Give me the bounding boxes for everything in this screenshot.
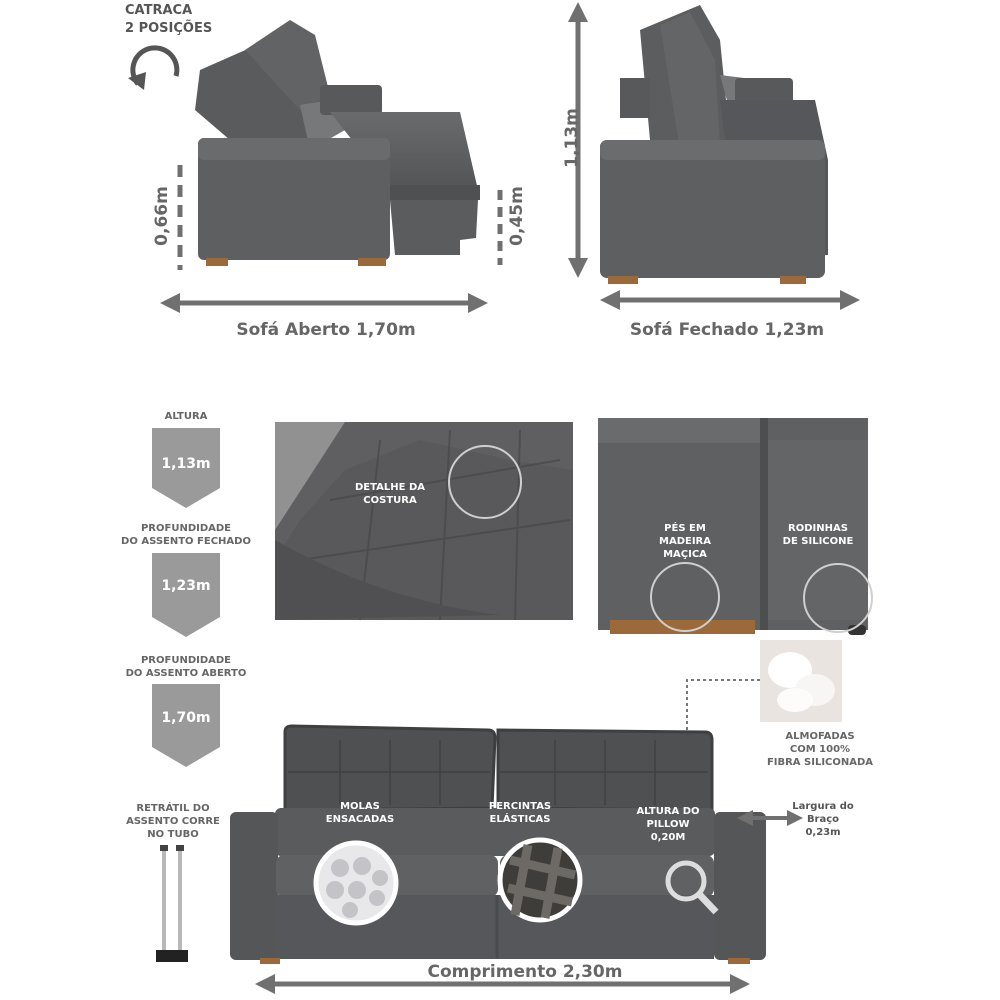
spec-tag-height [152, 428, 220, 508]
feet-detail-label: PÉS EM MADEIRA MAÇICA [659, 523, 711, 560]
stitch-detail-label: DETALHE DA COSTURA [354, 482, 425, 506]
retractable-label: RETRÁTIL DO ASSENTO CORRE NO TUBO [126, 803, 220, 840]
wheels-detail-label: RODINHAS DE SILICONE [782, 523, 854, 547]
pillow-height-label: ALTURA DO PILLOW 0,20M [636, 806, 700, 843]
rotate-icon [130, 45, 180, 86]
feet-wheels-detail-photo [598, 418, 873, 635]
sofa-side-open [128, 20, 503, 313]
spec-closed-value: 1,23m [161, 578, 211, 594]
springs-label: MOLAS ENSACADAS [325, 801, 395, 825]
stitch-zoom-circle [448, 445, 522, 519]
spec-tags [152, 428, 220, 767]
retractable-rails [156, 845, 188, 962]
spec-open-value: 1,70m [161, 710, 211, 726]
wheels-zoom-circle [803, 563, 873, 633]
catraca-label: CATRACA 2 POSIÇÕES [125, 3, 213, 36]
fiber-photo [760, 640, 842, 722]
sofa-front-view [230, 724, 803, 994]
feet-zoom-circle [650, 562, 720, 632]
spec-tag-open [152, 684, 220, 767]
back-height-label: 0,66m [152, 186, 172, 246]
spec-height-value: 1,13m [161, 456, 211, 472]
webbing-label: PERCINTAS ELÁSTICAS [488, 801, 552, 825]
spec-tag-closed [152, 553, 220, 637]
sofa-side-closed [568, 1, 860, 310]
magnifier-icon [665, 860, 707, 902]
spec-open-title: PROFUNDIDADE DO ASSENTO ABERTO [125, 655, 247, 679]
total-height-label: 1,13m [562, 108, 582, 168]
spec-closed-title: PROFUNDIDADE DO ASSENTO FECHADO [121, 523, 251, 547]
arm-width-label: Largura do Braço 0,23m [792, 801, 854, 838]
length-label: Comprimento 2,30m [427, 962, 623, 982]
cushion-fill-label: ALMOFADAS COM 100% FIBRA SILICONADA [766, 731, 874, 768]
spec-height-title: ALTURA [164, 411, 208, 422]
stitch-detail-photo [275, 422, 573, 621]
closed-width-label: Sofá Fechado 1,23m [629, 320, 825, 340]
seat-height-label: 0,45m [507, 186, 527, 246]
open-width-label: Sofá Aberto 1,70m [236, 320, 416, 340]
